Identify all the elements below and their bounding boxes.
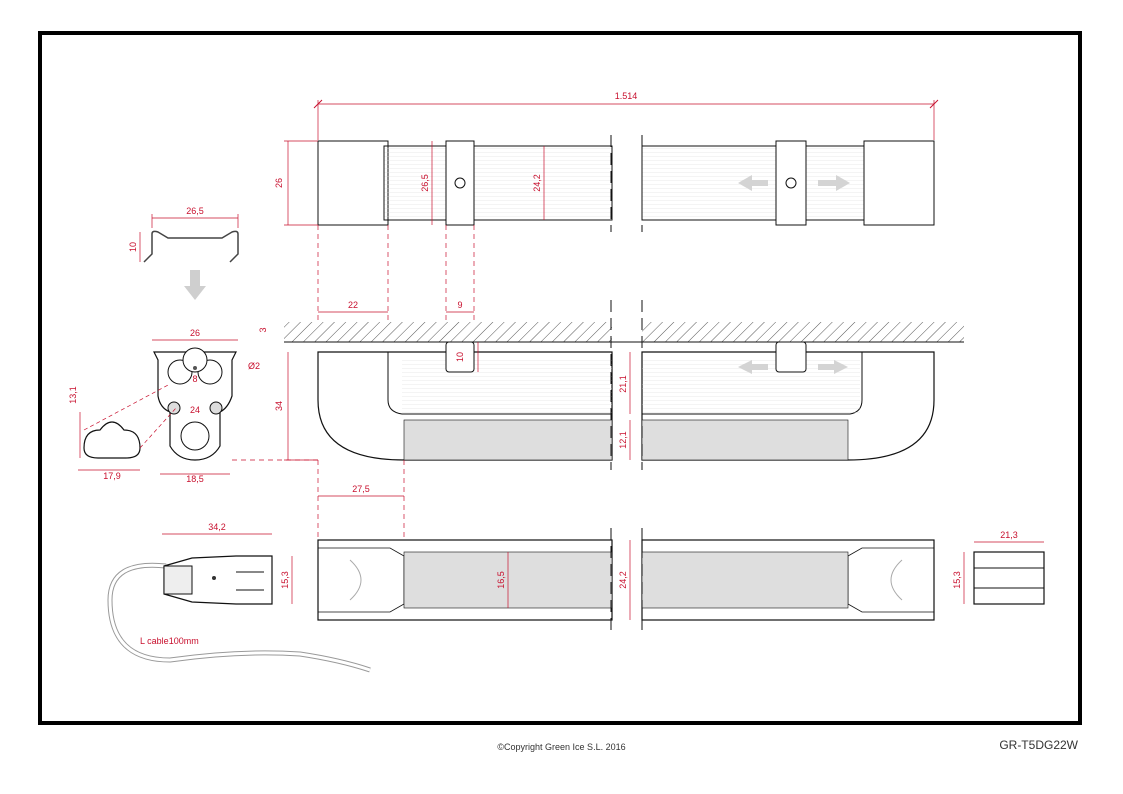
dim-lamp-width: 17,9 xyxy=(103,471,121,481)
dim-bottom-width: 18,5 xyxy=(186,474,204,484)
dim-ceiling-gap: 3 xyxy=(258,327,268,332)
dim-connector-height: 15,3 xyxy=(280,571,290,589)
top-view: 1.514 26 26,5 24,2 xyxy=(274,91,939,320)
dim-profile-height: 10 xyxy=(128,242,138,252)
dim-lamp-height: 13,1 xyxy=(68,386,78,404)
dim-endcap-width: 21,3 xyxy=(1000,530,1018,540)
dim-connector-length: 34,2 xyxy=(208,522,226,532)
lens-right-side xyxy=(641,419,849,461)
dim-total-height: 34 xyxy=(274,401,284,411)
cable-length-label: L cable100mm xyxy=(140,636,199,646)
dim-bottom-cap-length: 27,5 xyxy=(352,484,370,494)
end-cap-view: 21,3 15,3 xyxy=(952,530,1045,605)
dim-clip-height: 26,5 xyxy=(420,174,430,192)
dim-lower-height: 12,1 xyxy=(618,431,628,449)
bottom-lens-right xyxy=(641,551,849,609)
cross-section: 26 Ø2 8 24 18,5 17,9 13,1 xyxy=(68,328,318,484)
slide-arrow-right-icon xyxy=(818,175,850,191)
dim-lens-width: 16,5 xyxy=(496,571,506,589)
dim-profile-width: 26,5 xyxy=(186,206,204,216)
dim-body-width: 24,2 xyxy=(618,571,628,589)
copyright-notice: ©Copyright Green Ice S.L. 2016 xyxy=(497,742,626,752)
profile-section: 26,5 10 xyxy=(128,206,239,300)
dim-clip-height-side: 10 xyxy=(455,352,465,362)
profile-outline xyxy=(143,230,239,263)
bottom-view: 27,5 16,5 24,2 xyxy=(317,484,935,630)
arrow-down-icon xyxy=(184,270,206,300)
dim-diffuser-height: 24,2 xyxy=(532,174,542,192)
side-clip-right xyxy=(775,341,807,373)
dim-section-width: 26 xyxy=(190,328,200,338)
side-clip-left xyxy=(445,341,475,373)
dim-side-cap-length: 22 xyxy=(348,300,358,310)
product-code: GR-T5DG22W xyxy=(999,738,1078,752)
dim-overall-length: 1.514 xyxy=(615,91,638,101)
end-cap-block xyxy=(973,551,1045,605)
dim-hole-diameter: Ø2 xyxy=(248,361,260,371)
lens-left-side xyxy=(403,419,613,461)
drawing-frame xyxy=(38,31,1082,725)
dim-top-height: 26 xyxy=(274,178,284,188)
slide-arrow-left-icon xyxy=(738,175,768,191)
end-cap-right-top xyxy=(863,140,935,226)
ceiling-hatch-left xyxy=(284,322,612,342)
side-view: 3 22 9 10 34 21,1 12,1 xyxy=(258,300,964,540)
dim-clip-width: 9 xyxy=(457,300,462,310)
dim-spacing: 8 xyxy=(192,374,197,384)
dim-endcap-height: 15,3 xyxy=(952,571,962,589)
dim-upper-height: 21,1 xyxy=(618,375,628,393)
dim-inner-width: 24 xyxy=(190,405,200,415)
diffuser-left-top xyxy=(383,145,613,221)
connector-view: 34,2 15,3 L cable100mm xyxy=(107,522,371,673)
end-cap-left-top xyxy=(317,140,389,226)
ceiling-hatch-right xyxy=(642,322,964,342)
